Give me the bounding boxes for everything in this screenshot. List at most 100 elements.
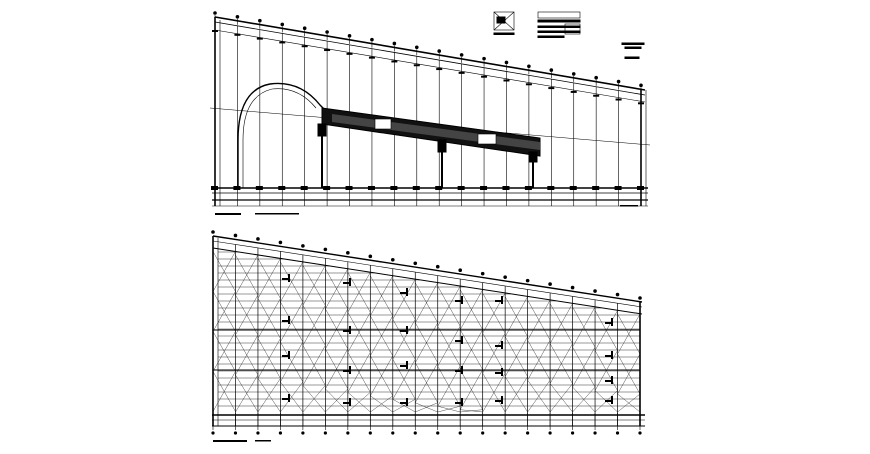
beam-symbol [400,365,408,367]
bracing [212,291,236,332]
beam-symbol [495,300,503,302]
beam-symbol [282,355,290,357]
grid-label-mark [368,56,375,59]
bracing [549,343,573,384]
beam-symbol [400,330,408,332]
grid-marker [548,282,552,286]
beam-symbol [282,398,290,400]
bracing [549,303,573,344]
beam-symbol [343,282,351,284]
beam-symbol [611,318,613,326]
grid-marker [458,268,463,273]
beam-symbol [501,341,503,349]
beam-symbol [461,398,463,406]
bracing [594,310,618,351]
bracing [617,353,641,395]
beam-symbol [406,361,408,369]
column-footing [278,186,286,190]
bracing [572,346,596,388]
bracing [235,254,259,296]
grid-marker [638,431,642,435]
bracing [460,409,483,413]
grid-marker [480,271,485,276]
bracing [437,326,461,367]
bracing [460,289,483,330]
grid-label-mark [481,75,488,78]
bracing [257,338,281,379]
bottom-floor-plan [211,230,645,442]
beam-symbol [455,340,463,342]
grid-marker [325,30,329,34]
beam-symbol [461,366,463,374]
column-footing [255,186,263,190]
column-footing [547,186,555,190]
column-footing [524,186,532,190]
bracing [460,369,483,410]
beam-symbol [343,402,351,404]
bracing [437,286,461,327]
beam-symbol [495,345,503,347]
column-footing [637,186,644,190]
grid-label-mark [436,68,443,71]
beam-symbol [611,396,613,404]
grid-marker [368,431,372,435]
column-footing [300,186,308,190]
bracing [347,272,371,313]
bracing [280,381,304,413]
grid-marker [413,261,418,266]
beam-symbol [282,278,290,280]
grid-label-mark [548,87,555,90]
column-footing [323,186,331,190]
column-footing [412,186,420,190]
grid-marker [459,53,464,57]
grid-label-mark [638,102,644,105]
grid-marker [323,247,328,252]
beam-symbol [282,320,290,322]
grid-marker [211,230,215,234]
grid-marker [594,75,598,80]
bracing [235,374,259,413]
grid-marker [278,431,283,435]
grid-marker [503,275,507,279]
bracing [257,298,281,339]
bracing [212,371,236,412]
column-footing [367,186,375,190]
column-footing [345,186,353,190]
grid-marker [280,22,285,27]
column-footing [390,186,398,190]
column-footing [457,186,465,190]
column-footing [592,186,600,190]
bracing [347,392,371,413]
bracing [415,322,438,363]
grid-marker [302,26,307,31]
grid-marker [256,237,260,241]
beam-symbol [605,355,613,357]
grid-label-mark [212,30,218,32]
grid-marker [370,37,374,42]
grid-marker [548,431,552,435]
bracing [617,313,641,355]
column-footing [569,186,577,190]
grid-label-mark [346,52,353,55]
beam-symbol [288,394,290,402]
grid-label-mark [458,71,465,74]
bracing [415,282,438,323]
bracing [370,275,393,316]
grid-marker [435,264,440,269]
grid-marker [593,431,597,435]
grid-marker [638,296,642,300]
grid-marker [458,431,462,435]
beam-symbol [501,396,503,404]
grid-marker [258,18,262,23]
grid-marker [504,60,509,65]
grid-marker [391,431,395,435]
bracing [594,350,618,391]
grid-marker [413,431,417,435]
grid-marker [235,15,240,19]
bracing [482,333,506,374]
grid-label-mark [593,94,600,97]
bracing [527,340,551,381]
grid-marker [390,257,395,262]
grid-label-mark [301,45,308,48]
